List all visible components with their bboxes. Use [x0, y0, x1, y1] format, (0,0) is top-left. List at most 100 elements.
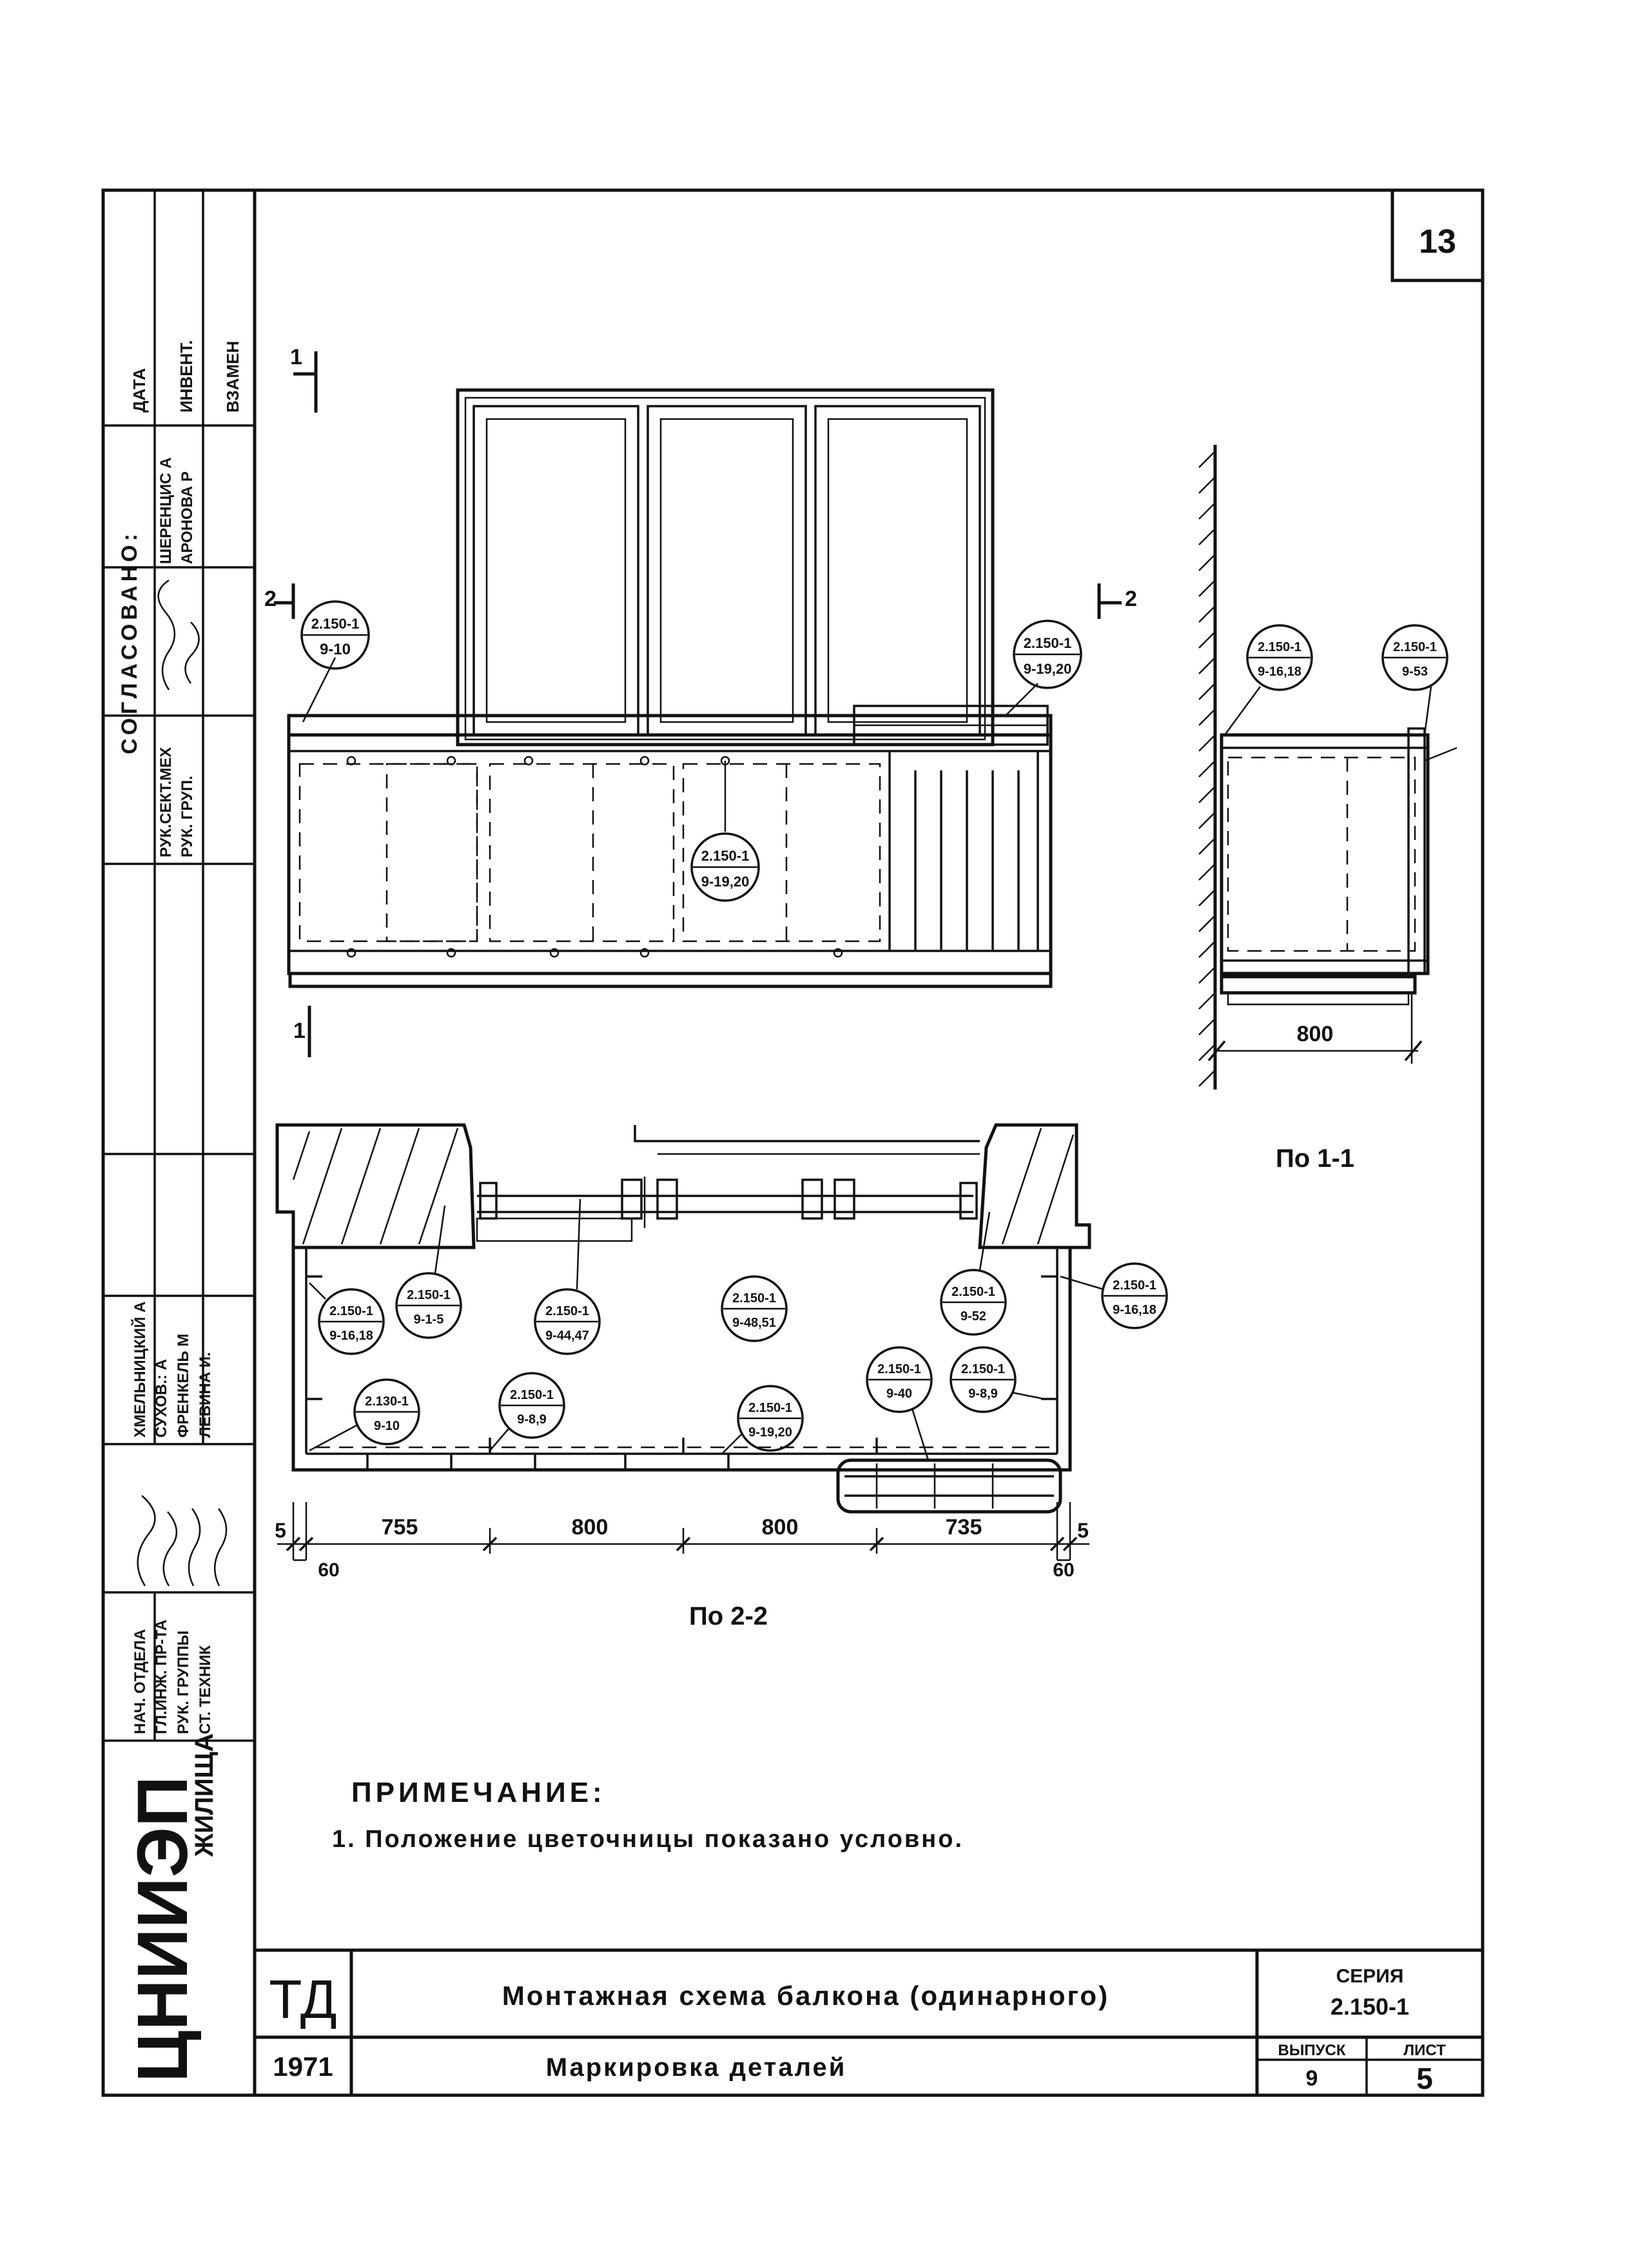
plan-callout-r2-2-bottom: 9-8,9: [517, 1413, 547, 1427]
plan-dim-6: 5: [1077, 1519, 1089, 1542]
side-dimension: 800: [1297, 1022, 1334, 1046]
plan-callout-r1-4-bottom: 9-48,51: [732, 1316, 776, 1330]
approval-row2-role: РУК. ГРУП.: [179, 776, 196, 857]
front-callout-2-top: 2.150-1: [701, 848, 750, 864]
notes-heading: ПРИМЕЧАНИЕ:: [351, 1777, 606, 1808]
plan-callout-r2-5-top: 2.150-1: [961, 1362, 1005, 1376]
approval-signature-2: [184, 621, 200, 684]
plan-callout-r2-1-top: 2.130-1: [365, 1394, 409, 1409]
plan-callout-r2-4-top: 2.150-1: [877, 1362, 921, 1376]
side-view-caption: По 1-1: [1276, 1144, 1354, 1173]
front-view: 1 1 2 2: [264, 345, 1137, 1057]
approvals-col-date: ДАТА: [130, 368, 149, 413]
plan-callout-r1-5-top: 2.150-1: [951, 1285, 995, 1299]
staff-role-2: ГЛ.ИНЖ. ПР-ТА: [153, 1619, 170, 1734]
plan-callout-r2-2-top: 2.150-1: [510, 1388, 554, 1402]
plan-callout-r1-6: [1101, 1262, 1168, 1329]
side-view: 800 2.150-1 9-16,18 2.150-1 9-53 По 1-1: [1198, 445, 1457, 1173]
plan-callout-r2-1: [353, 1378, 420, 1445]
title-line-1: Монтажная схема балкона (одинарного): [502, 1980, 1109, 2011]
plan-callout-r2-3-top: 2.150-1: [748, 1401, 792, 1415]
staff-name-2: СУХОВ.: А: [153, 1359, 170, 1438]
approval-row1-role: РУК.СЕКТ.МЕХ: [157, 747, 175, 857]
front-section-mark-1: 1: [290, 345, 302, 369]
plan-callout-r1-1: [318, 1288, 385, 1355]
front-section-mark-2-left: 2: [264, 587, 277, 611]
plan-callout-r1-2: [395, 1272, 462, 1339]
staff-role-1: НАЧ. ОТДЕЛА: [132, 1629, 149, 1734]
front-callout-3: [1013, 620, 1082, 689]
sheet-label: ЛИСТ: [1403, 2042, 1446, 2059]
plan-dim-1: 5: [275, 1519, 286, 1542]
series-value: 2.150-1: [1330, 1993, 1409, 2020]
side-callout-1-top: 2.150-1: [1258, 640, 1301, 654]
staff-signature-1: [137, 1495, 156, 1587]
plan-callout-r1-1-bottom: 9-16,18: [329, 1329, 373, 1343]
institute-logo-subtext: ЖИЛИЩА: [190, 1734, 219, 1857]
approval-row1-name: ШЕРЕНЦИС А: [157, 457, 175, 564]
plan-callout-r1-3-top: 2.150-1: [545, 1304, 589, 1318]
title-code: ТД: [269, 1969, 336, 2029]
side-callout-2: [1381, 624, 1448, 691]
institute-logo: ЦНИИЭП: [123, 1776, 202, 2082]
title-year: 1971: [273, 2051, 333, 2082]
plan-callout-r2-3-bottom: 9-19,20: [748, 1425, 792, 1440]
plan-callout-r2-4: [866, 1346, 933, 1413]
plan-view-caption: По 2-2: [689, 1602, 768, 1630]
plan-callout-r1-5: [940, 1269, 1007, 1336]
issue-label: ВЫПУСК: [1278, 2042, 1346, 2059]
front-callout-2: [690, 832, 760, 902]
issue-value: 9: [1306, 2066, 1318, 2091]
plan-callout-r2-5-bottom: 9-8,9: [968, 1387, 998, 1401]
plan-callout-r1-3: [534, 1288, 601, 1355]
plan-callout-r1-2-top: 2.150-1: [407, 1288, 451, 1302]
approvals-header: СОГЛАСОВАНО:: [117, 530, 142, 754]
plan-view: 2.150-1 9-16,18 2.150-1 9-1-5 2.150-1 9-…: [275, 1123, 1168, 1630]
plan-callout-r1-1-top: 2.150-1: [329, 1304, 373, 1318]
approval-row2-name: АРОНОВА Р: [179, 471, 196, 564]
staff-role-4: СТ. ТЕХНИК: [197, 1645, 214, 1734]
plan-callout-r2-3: [737, 1385, 804, 1452]
plan-callout-r1-6-bottom: 9-16,18: [1113, 1303, 1156, 1317]
front-callout-1-top: 2.150-1: [311, 616, 360, 632]
outer-frame: [101, 188, 1485, 2097]
plan-dim-2: 755: [382, 1515, 418, 1540]
plan-callout-r2-4-bottom: 9-40: [886, 1387, 912, 1401]
side-callout-1-bottom: 9-16,18: [1258, 665, 1301, 679]
plan-dim-3: 800: [572, 1515, 609, 1540]
sheet-corner-number: 13: [1419, 223, 1456, 260]
side-callout-2-bottom: 9-53: [1402, 665, 1428, 679]
front-section-mark-1-bottom: 1: [293, 1019, 306, 1043]
front-section-mark-2-right: 2: [1125, 587, 1137, 611]
front-callout-1-bottom: 9-10: [320, 641, 351, 658]
plan-callout-r1-5-bottom: 9-52: [960, 1309, 986, 1324]
plan-dim-5: 735: [946, 1515, 982, 1540]
plan-callout-r2-5: [950, 1346, 1017, 1413]
front-callout-3-top: 2.150-1: [1024, 635, 1072, 651]
plan-callout-r2-2: [498, 1372, 565, 1439]
side-callout-2-top: 2.150-1: [1393, 640, 1437, 654]
series-label: СЕРИЯ: [1336, 1966, 1404, 1987]
staff-signature-4: [213, 1508, 228, 1587]
staff-signature-3: [188, 1508, 201, 1587]
plan-callout-r1-3-bottom: 9-44,47: [545, 1329, 589, 1343]
front-callout-2-bottom: 9-19,20: [701, 874, 750, 890]
plan-callout-r2-1-bottom: 9-10: [374, 1419, 400, 1433]
title-line-2: Маркировка деталей: [546, 2053, 847, 2082]
plan-callout-r1-4: [721, 1275, 788, 1342]
approvals-col-invent: ИНВЕНТ.: [177, 340, 196, 413]
sheet-value: 5: [1416, 2062, 1433, 2095]
plan-callout-r1-4-top: 2.150-1: [732, 1291, 776, 1305]
sheet-number-box: [1390, 188, 1485, 282]
staff-role-3: РУК. ГРУППЫ: [175, 1630, 192, 1734]
title-block: ТД 1971 Монтажная схема балкона (одинарн…: [255, 1948, 1483, 2095]
staff-name-1: ХМЕЛЬНИЦКИЙ А: [131, 1302, 149, 1438]
staff-name-3: ФРЕНКЕЛЬ М: [175, 1334, 192, 1438]
notes-item-1: 1. Положение цветочницы показано условно…: [332, 1826, 964, 1853]
left-stamp-column: СОГЛАСОВАНО: ДАТА ИНВЕНТ. ВЗАМЕН РУК.СЕК…: [103, 190, 255, 2082]
plan-dim-4: 800: [762, 1515, 799, 1540]
staff-signature-2: [162, 1511, 178, 1587]
plan-dim-bottom-right: 60: [1053, 1559, 1074, 1581]
approval-signature-1: [157, 579, 176, 690]
